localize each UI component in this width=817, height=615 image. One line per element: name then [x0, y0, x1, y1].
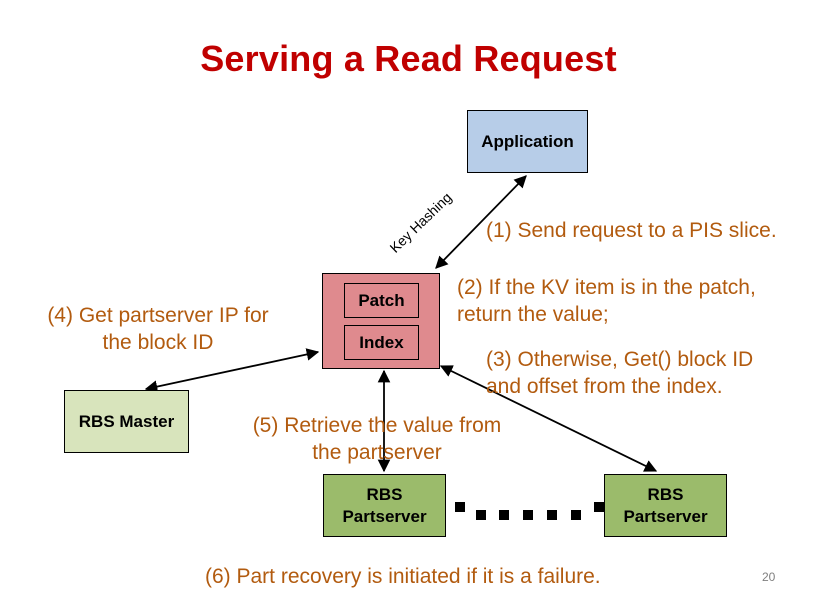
step-2-line2: return the value; [457, 303, 609, 327]
step-5-line2: the partserver [312, 441, 442, 465]
step-5-line1: (5) Retrieve the value from [252, 414, 502, 437]
step-1-annotation: (1) Send request to a PIS slice. [486, 219, 777, 242]
step-4-annotation: (4) Get partserver IP for the block ID [34, 302, 282, 357]
step-3-line2: and offset from the index. [486, 375, 723, 399]
application-box: Application [467, 110, 588, 173]
step-2-annotation: (2) If the KV item is in the patch, retu… [457, 274, 756, 329]
step-4-line1: (4) Get partserver IP for [47, 304, 269, 327]
arrow-pis-to-master [144, 348, 320, 393]
rbs-master-box: RBS Master [64, 390, 189, 453]
step-4-line2: the block ID [102, 331, 214, 355]
step-6-annotation: (6) Part recovery is initiated if it is … [205, 565, 601, 588]
index-box: Index [344, 325, 419, 360]
rbs-partserver-box-1: RBS Partserver [323, 474, 446, 537]
rbs-partserver-box-2: RBS Partserver [604, 474, 727, 537]
step-3-annotation: (3) Otherwise, Get() block ID and offset… [486, 346, 753, 401]
step-5-annotation: (5) Retrieve the value from the partserv… [233, 412, 521, 467]
partserver-2-line2: Partserver [623, 506, 708, 526]
slide-title: Serving a Read Request [200, 38, 617, 79]
partserver-2-line1: RBS [647, 485, 684, 505]
arrow-index-to-partserver-2 [439, 365, 658, 472]
key-hashing-label: Key Hashing [386, 189, 454, 256]
partserver-1-line1: RBS [366, 485, 403, 505]
partserver-1-line2: Partserver [342, 506, 427, 526]
page-number: 20 [762, 570, 776, 584]
step-2-line1: (2) If the KV item is in the patch, [457, 276, 756, 299]
patch-box: Patch [344, 283, 419, 318]
ellipsis-dots [455, 502, 604, 520]
arrow-pis-to-application [435, 175, 527, 269]
step-3-line1: (3) Otherwise, Get() block ID [486, 348, 754, 371]
